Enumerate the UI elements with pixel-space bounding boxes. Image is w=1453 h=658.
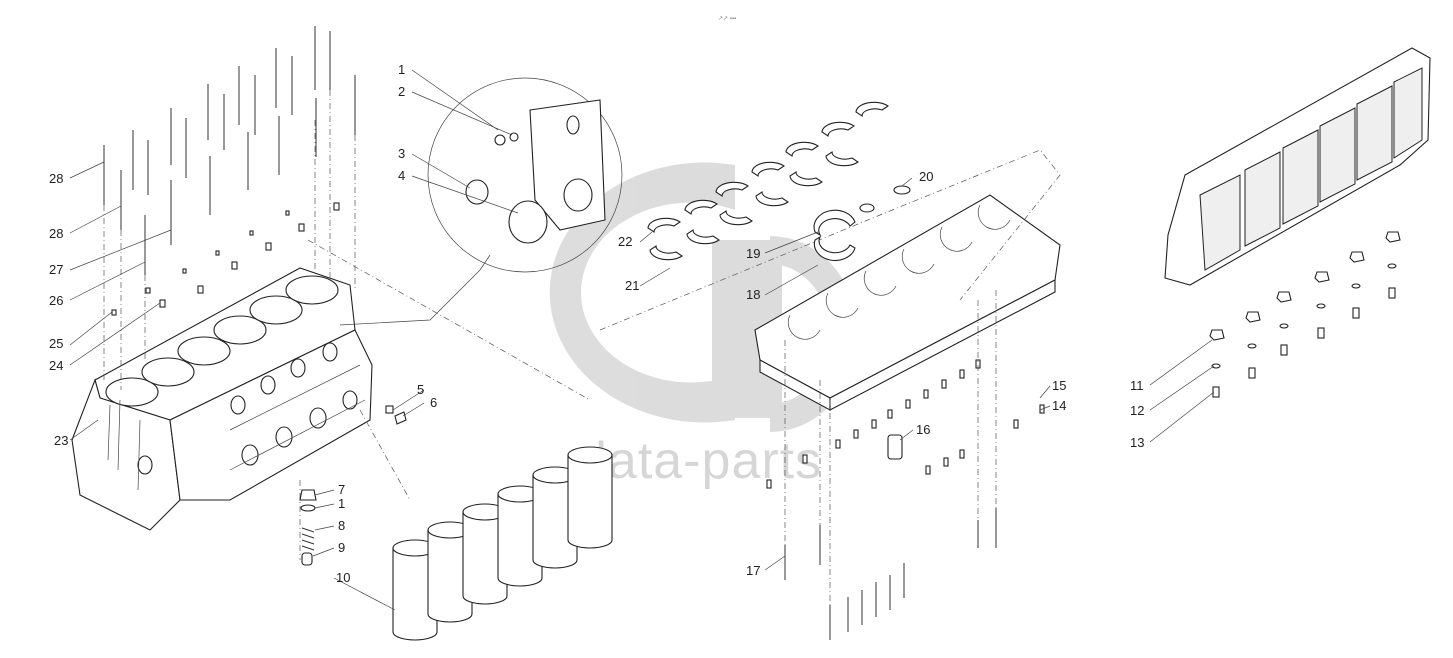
header-tiny-label: ↗↗ ▪▪▪ xyxy=(718,16,736,22)
callout-7: 7 xyxy=(338,482,345,497)
callout-5: 5 xyxy=(417,382,424,397)
callout-26: 26 xyxy=(49,293,63,308)
callout-1-detail: 1 xyxy=(398,62,405,77)
cylinder-liners xyxy=(392,446,613,641)
callout-8: 8 xyxy=(338,518,345,533)
callout-27: 27 xyxy=(49,262,63,277)
plug-5 xyxy=(385,405,394,414)
leader-lines xyxy=(69,69,1215,611)
callout-24: 24 xyxy=(49,358,63,373)
crankcase-screws xyxy=(766,359,1045,489)
callout-28-upper: 28 xyxy=(49,171,63,186)
callout-14: 14 xyxy=(1052,398,1066,413)
main-bearing-shells xyxy=(647,101,889,261)
callout-25: 25 xyxy=(49,336,63,351)
callout-labels: 1 2 3 4 5 6 7 1 8 9 10 11 12 13 14 15 16… xyxy=(49,62,1144,585)
detail-circle xyxy=(339,77,623,326)
crankcase-bolts xyxy=(784,508,997,640)
callout-9: 9 xyxy=(338,540,345,555)
thrust-washers xyxy=(813,209,856,262)
callout-17: 17 xyxy=(746,563,760,578)
o-ring-small xyxy=(859,203,875,213)
cylinder-bores xyxy=(105,275,339,407)
crankcase-lower xyxy=(599,149,1061,411)
assembly-lines-middle xyxy=(784,290,997,605)
callout-12: 12 xyxy=(1130,403,1144,418)
callout-13: 13 xyxy=(1130,435,1144,450)
o-ring-20 xyxy=(893,185,911,195)
callout-23: 23 xyxy=(54,433,68,448)
callout-11: 11 xyxy=(1130,378,1144,393)
callout-6: 6 xyxy=(430,395,437,410)
callout-15: 15 xyxy=(1052,378,1066,393)
callout-3: 3 xyxy=(398,146,405,161)
watermark-text: data-parts xyxy=(578,432,822,490)
callout-18: 18 xyxy=(746,287,760,302)
assembly-lines-left xyxy=(103,90,591,560)
callout-1-valve: 1 xyxy=(338,496,345,511)
bearing-ladder xyxy=(1164,47,1431,286)
callout-20: 20 xyxy=(919,169,933,184)
callout-22: 22 xyxy=(618,234,632,249)
dowel-16 xyxy=(887,434,903,460)
head-bolts xyxy=(103,26,356,275)
ladder-nuts-washers xyxy=(1209,231,1401,398)
engine-block xyxy=(71,267,373,531)
dowel-bushings xyxy=(111,202,340,316)
callout-19: 19 xyxy=(746,246,760,261)
callout-10: 10 xyxy=(336,570,350,585)
callout-21: 21 xyxy=(625,278,639,293)
callout-4: 4 xyxy=(398,168,405,183)
plug-6 xyxy=(394,411,407,425)
callout-2: 2 xyxy=(398,84,405,99)
callout-16: 16 xyxy=(916,422,930,437)
callout-28-lower: 28 xyxy=(49,226,63,241)
relief-valve-parts xyxy=(299,489,317,566)
